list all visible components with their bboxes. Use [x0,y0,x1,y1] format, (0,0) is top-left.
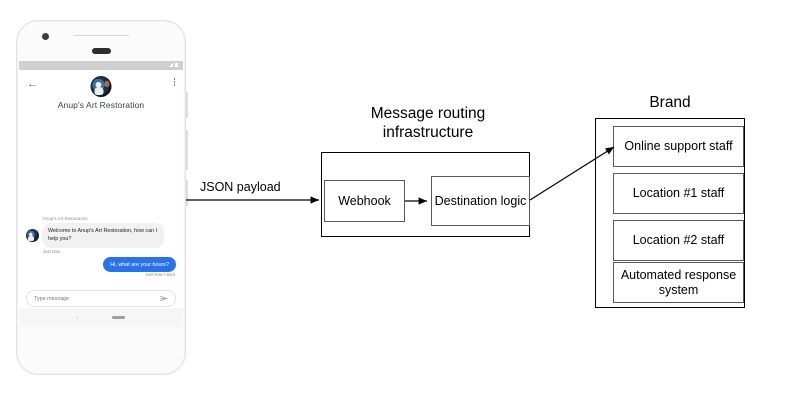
nav-home-pill[interactable] [112,316,126,319]
user-message-timestamp: Just Now • Sent [145,272,175,277]
status-bar-icons [169,63,178,67]
phone-side-button-2 [186,130,188,170]
status-bar [19,61,183,70]
message-routing-title-line2: infrastructure [382,124,474,142]
brand-item-automated-response-system: Automated response system [613,262,744,303]
message-input[interactable] [34,295,159,302]
back-arrow-icon[interactable]: ← [27,78,38,90]
phone-screen: ← Anup's Art Restoration Anup's Art Rest… [19,61,183,327]
user-message-bubble: Hi, what are your hours? [103,257,176,273]
chat-app-header: ← Anup's Art Restoration [19,70,183,127]
android-nav-bar: ‹ [19,308,183,327]
bot-avatar-icon [26,229,39,242]
brand-item-location-1-staff: Location #1 staff [613,173,744,214]
send-icon[interactable] [159,291,169,307]
chat-message-list: Anup's Art Restoration Welcome to Anup's… [19,216,183,327]
nav-back-icon[interactable]: ‹ [76,314,79,321]
bot-message-bubble: Welcome to Anup's Art Restoration, how c… [42,223,164,248]
message-routing-title-line1: Message routing [370,105,486,122]
chat-brand-name: Anup's Art Restoration [57,100,145,110]
battery-icon [175,63,178,67]
phone-antenna-line [74,35,129,36]
message-sender-label: Anup's Art Restoration [43,216,88,221]
brand-item-location-2-staff: Location #2 staff [613,220,744,261]
phone-side-button-1 [186,92,188,118]
webhook-box: Webhook [324,180,405,222]
bot-message-timestamp: Just Now [43,249,61,254]
phone-mockup: ← Anup's Art Restoration Anup's Art Rest… [16,20,188,375]
message-routing-title: Message routing infrastructure [333,104,523,143]
json-payload-label: JSON payload [200,180,281,194]
brand-title: Brand [649,94,691,111]
phone-side-button-3 [186,180,188,206]
destination-logic-box: Destination logic [431,176,530,226]
phone-front-camera [42,33,49,40]
wifi-icon [169,63,173,67]
message-composer[interactable] [26,290,176,307]
kebab-menu-icon[interactable] [173,78,175,86]
brand-item-online-support-staff: Online support staff [613,126,744,167]
brand-avatar-image [90,76,112,97]
phone-earpiece-speaker [92,48,111,54]
